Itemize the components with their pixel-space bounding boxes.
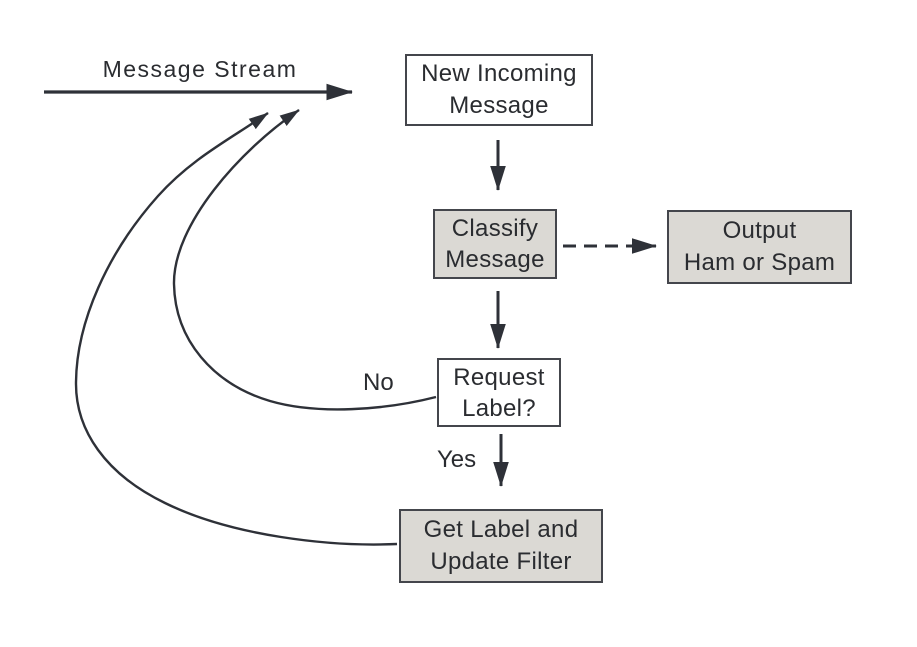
node-get-label-update-filter: Get Label and Update Filter — [399, 509, 603, 583]
node-new-incoming-message: New Incoming Message — [405, 54, 593, 126]
update-return-curve — [74, 112, 398, 546]
no-edge-label: No — [363, 369, 394, 396]
no-return-curve — [172, 109, 437, 411]
message-stream-label: Message Stream — [102, 56, 298, 82]
node-classify-message: Classify Message — [433, 209, 557, 279]
yes-edge-label: Yes — [437, 446, 477, 473]
node-request-label: Request Label? — [437, 358, 561, 427]
node-output-ham-or-spam: Output Ham or Spam — [667, 210, 852, 284]
